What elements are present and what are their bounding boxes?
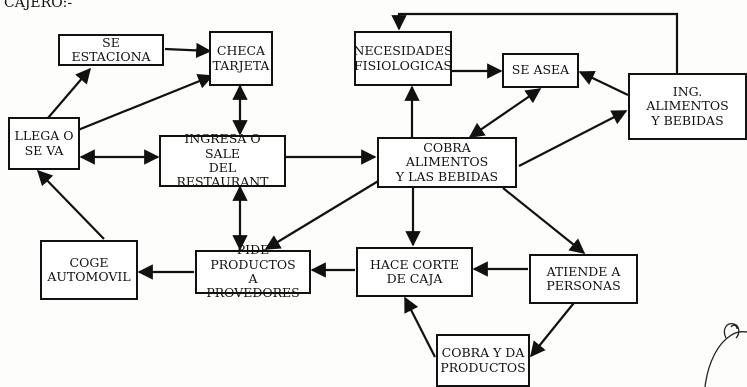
edge-llega-to-checa — [77, 74, 214, 132]
node-cobra-alimentos: COBRA ALIMENTOS Y LAS BEBIDAS — [377, 137, 517, 188]
edge-cobra-to-ing — [518, 110, 628, 167]
corner-doodle — [704, 323, 747, 387]
node-checa-tarjeta: CHECA TARJETA — [209, 31, 273, 86]
edge-coge-to-llega — [36, 169, 105, 240]
node-coge-automovil: COGE AUTOMOVIL — [40, 240, 138, 300]
edge-se-estaciona-to-checa — [164, 42, 212, 59]
edge-llega-to-se-estaciona — [47, 67, 92, 119]
node-necesidades-fisiologicas: NECESIDADES FISIOLOGICAS — [354, 31, 453, 86]
edge-cobra-to-pide — [264, 179, 381, 250]
node-cobra-y-da-productos: COBRA Y DA PRODUCTOS — [436, 334, 530, 387]
node-ingresa-o-sale: INGRESA O SALE DEL RESTAURANT — [159, 132, 286, 189]
edge-cobra-y-da-to-hace-corte — [404, 296, 436, 358]
node-pide-productos: PIDE PRODUCTOS A PROVEDORES — [195, 243, 311, 300]
diagram-caption: CAJERO:- — [4, 0, 73, 11]
edge-ing-to-necesidades — [391, 12, 679, 73]
node-atiende-a-personas: ATIENDE A PERSONAS — [529, 254, 638, 304]
node-se-estaciona: SE ESTACIONA — [58, 34, 164, 66]
node-hace-corte-de-caja: HACE CORTE DE CAJA — [356, 247, 473, 297]
node-ing-alimentos-y-bebidas: ING. ALIMENTOS Y BEBIDAS — [628, 73, 747, 140]
edge-ing-to-se-asea — [578, 71, 629, 96]
node-llega-o-se-va: LLEGA O SE VA — [8, 117, 80, 170]
edge-cobra-se-asea — [468, 88, 542, 138]
edge-cobra-to-atiende — [502, 187, 586, 254]
node-se-asea: SE ASEA — [502, 53, 579, 88]
